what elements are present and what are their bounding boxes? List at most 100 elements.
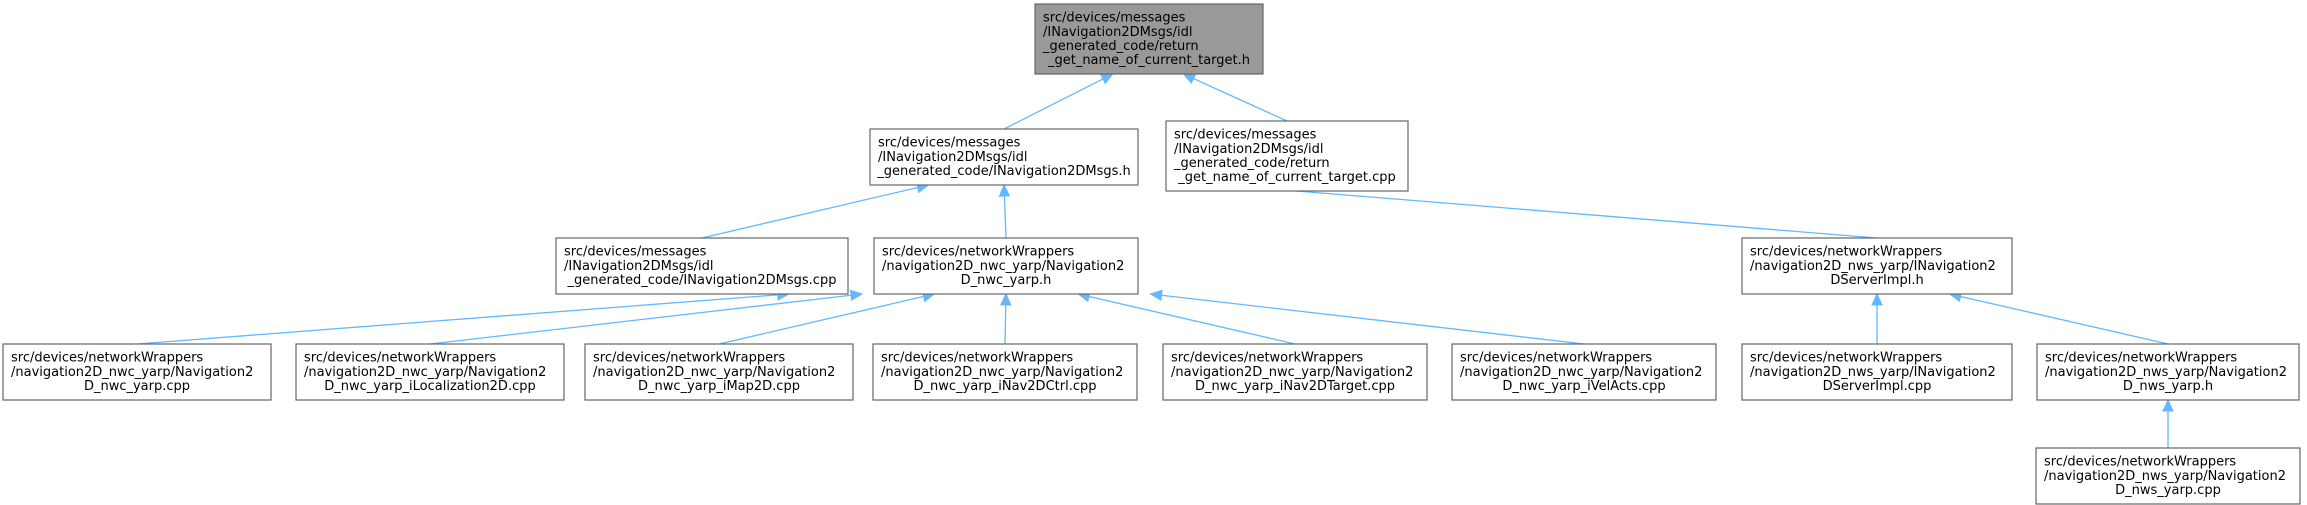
node-msgs-h[interactable]: src/devices/messages/INavigation2DMsgs/i… [869, 128, 1139, 186]
edge-arrowhead [1000, 292, 1012, 306]
nodes-layer: src/devices/messages/INavigation2DMsgs/i… [2, 3, 2301, 505]
node-label-line: _generated_code/INavigation2DMsgs.cpp [567, 273, 837, 288]
node-nws-cpp[interactable]: src/devices/networkWrappers/navigation2D… [2035, 447, 2301, 505]
edge-return_cpp-to-root [1182, 73, 1288, 122]
node-nwc-itarget[interactable]: src/devices/networkWrappers/navigation2D… [1162, 343, 1428, 401]
node-label-line: _generated_code/INavigation2DMsgs.h [876, 164, 1131, 179]
edge-nwc_cpp-to-nwc_h [136, 289, 791, 345]
node-box [2, 343, 272, 401]
edge-line [429, 294, 852, 345]
node-nwc-ivel[interactable]: src/devices/networkWrappers/navigation2D… [1451, 343, 1717, 401]
node-label-line: src/devices/networkWrappers [2045, 351, 2237, 366]
node-label-line: /navigation2D_nwc_yarp/Navigation2 [1171, 365, 1413, 380]
node-box [555, 237, 849, 295]
node-label-line: /INavigation2DMsgs/idl [1043, 25, 1192, 40]
node-nwc-h[interactable]: src/devices/networkWrappers/navigation2D… [873, 237, 1139, 295]
edge-line [136, 294, 778, 345]
node-box [1162, 343, 1428, 401]
edge-line [1960, 295, 2169, 345]
node-label-line: /navigation2D_nws_yarp/INavigation2 [1750, 365, 1996, 380]
edge-line [1088, 295, 1296, 345]
edge-line [1161, 294, 1585, 345]
node-label-line: src/devices/messages [1174, 128, 1317, 143]
edge-nws_h-to-server_h [1948, 290, 2169, 345]
node-box [872, 343, 1138, 401]
node-label-line: _generated_code/return [1173, 156, 1330, 171]
edge-line [718, 295, 924, 345]
node-label-line: src/devices/networkWrappers [1460, 351, 1652, 366]
node-box [1741, 237, 2013, 295]
node-label-line: src/devices/messages [1043, 11, 1186, 26]
edge-line [1003, 195, 1007, 239]
node-label-line: src/devices/networkWrappers [2044, 455, 2236, 470]
node-label-line: src/devices/networkWrappers [1750, 245, 1942, 260]
node-label-line: D_nws_yarp.cpp [2115, 483, 2221, 498]
node-label-line: D_nwc_yarp_iLocalization2D.cpp [324, 379, 535, 394]
node-server-cpp[interactable]: src/devices/networkWrappers/navigation2D… [1741, 343, 2013, 401]
node-nwc-imap[interactable]: src/devices/networkWrappers/navigation2D… [584, 343, 854, 401]
node-label-line: _get_name_of_current_target.cpp [1177, 170, 1395, 185]
node-label-line: src/devices/messages [878, 136, 1021, 151]
edge-line [1003, 78, 1104, 130]
node-label-line: /INavigation2DMsgs/idl [564, 259, 713, 274]
node-label-line: src/devices/networkWrappers [882, 245, 1074, 260]
node-label-line: src/devices/networkWrappers [304, 351, 496, 366]
node-box [2036, 343, 2300, 401]
edge-server_cpp-to-server_h [1871, 292, 1883, 344]
edge-msgs_cpp-to-msgs_h [701, 181, 930, 239]
node-label-line: /navigation2D_nwc_yarp/Navigation2 [882, 259, 1124, 274]
node-label-line: src/devices/networkWrappers [11, 351, 203, 366]
node-box [1165, 120, 1409, 192]
node-label-line: src/devices/messages [564, 245, 707, 260]
edge-nwc_ictrl-to-nwc_h [1000, 292, 1012, 345]
edge-nws_cpp-to-nws_h [2162, 398, 2174, 448]
node-box [1451, 343, 1717, 401]
node-return-cpp[interactable]: src/devices/messages/INavigation2DMsgs/i… [1165, 120, 1409, 192]
node-msgs-cpp[interactable]: src/devices/messages/INavigation2DMsgs/i… [555, 237, 849, 295]
edge-arrowhead [1871, 292, 1883, 306]
node-label-line: src/devices/networkWrappers [1750, 351, 1942, 366]
node-label-line: DServerImpl.cpp [1823, 379, 1932, 394]
node-label-line: _generated_code/return [1042, 39, 1199, 54]
node-box [1034, 3, 1264, 75]
edge-arrowhead [2162, 398, 2174, 412]
node-box [869, 128, 1139, 186]
node-label-line: /navigation2D_nws_yarp/INavigation2 [1750, 259, 1996, 274]
node-label-line: /INavigation2DMsgs/idl [878, 150, 1027, 165]
node-label-line: /navigation2D_nwc_yarp/Navigation2 [593, 365, 835, 380]
node-label-line: D_nwc_yarp_iVelActs.cpp [1502, 379, 1665, 394]
node-box [2035, 447, 2301, 505]
node-label-line: D_nws_yarp.h [2123, 379, 2213, 394]
node-label-line: src/devices/networkWrappers [881, 351, 1073, 366]
edge-nwc_itarget-to-nwc_h [1077, 290, 1296, 345]
edge-nwc_ivel-to-nwc_h [1149, 289, 1585, 345]
edge-arrowhead [1182, 73, 1197, 85]
edge-line [701, 186, 918, 239]
node-box [295, 343, 565, 401]
node-nwc-ictrl[interactable]: src/devices/networkWrappers/navigation2D… [872, 343, 1138, 401]
node-label-line: /navigation2D_nwc_yarp/Navigation2 [881, 365, 1123, 380]
node-nws-h[interactable]: src/devices/networkWrappers/navigation2D… [2036, 343, 2300, 401]
edge-nwc_imap-to-nwc_h [718, 290, 936, 345]
node-label-line: /navigation2D_nws_yarp/Navigation2 [2045, 365, 2287, 380]
node-label-line: /navigation2D_nws_yarp/Navigation2 [2044, 469, 2286, 484]
edge-arrowhead [1099, 73, 1114, 85]
node-server-h[interactable]: src/devices/networkWrappers/navigation2D… [1741, 237, 2013, 295]
edge-nwc_h-to-msgs_h [998, 183, 1011, 239]
node-root: src/devices/messages/INavigation2DMsgs/i… [1034, 3, 1264, 75]
node-label-line: /navigation2D_nwc_yarp/Navigation2 [304, 365, 546, 380]
node-box [1741, 343, 2013, 401]
edge-line [1233, 185, 1878, 239]
node-nwc-iloc[interactable]: src/devices/networkWrappers/navigation2D… [295, 343, 565, 401]
node-label-line: /navigation2D_nwc_yarp/Navigation2 [1460, 365, 1702, 380]
edge-arrowhead [849, 289, 864, 302]
edge-msgs_h-to-root [1003, 73, 1114, 130]
node-nwc-cpp[interactable]: src/devices/networkWrappers/navigation2D… [2, 343, 272, 401]
node-label-line: _get_name_of_current_target.h [1047, 53, 1250, 68]
node-label-line: src/devices/networkWrappers [593, 351, 785, 366]
edge-arrowhead [1149, 289, 1163, 302]
node-box [584, 343, 854, 401]
node-label-line: /INavigation2DMsgs/idl [1174, 142, 1323, 157]
edge-nwc_iloc-to-nwc_h [429, 289, 864, 345]
